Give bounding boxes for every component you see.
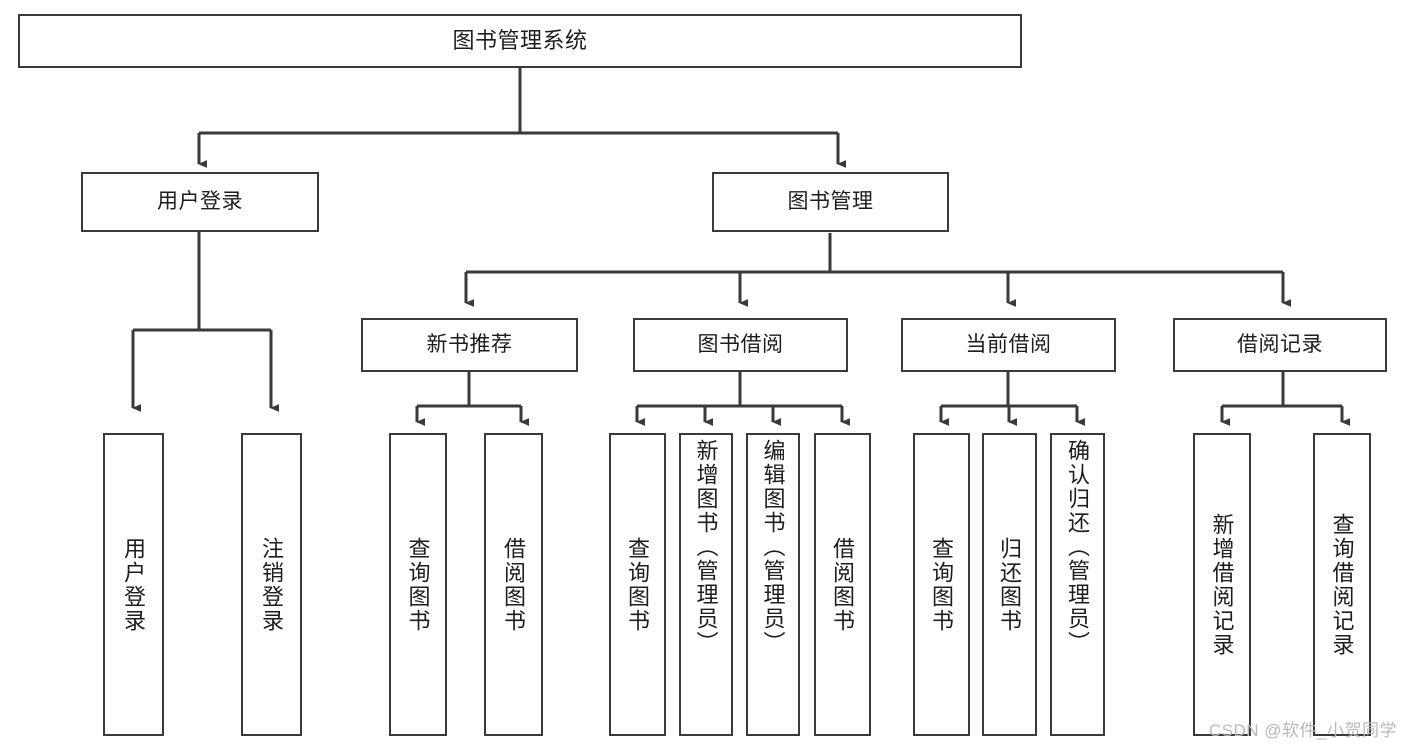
node-leaf-user-login[interactable]: 用户登录 xyxy=(103,433,164,736)
node-leaf-borrow-book-2[interactable]: 借阅图书 xyxy=(814,433,871,736)
node-leaf-query-book-3[interactable]: 查询图书 xyxy=(913,433,970,736)
node-current-borrow-label: 当前借阅 xyxy=(965,332,1052,356)
node-leaf-query-book-3-label: 查询图书 xyxy=(929,536,955,633)
node-leaf-add-record[interactable]: 新增借阅记录 xyxy=(1193,433,1251,736)
node-root-label: 图书管理系统 xyxy=(452,28,588,54)
node-user-login[interactable]: 用户登录 xyxy=(81,172,319,232)
node-user-login-label: 用户登录 xyxy=(157,189,243,213)
node-leaf-query-book-1-label: 查询图书 xyxy=(405,536,431,633)
node-new-book-recommend[interactable]: 新书推荐 xyxy=(361,318,578,372)
node-current-borrow[interactable]: 当前借阅 xyxy=(901,318,1116,372)
node-borrow-record-label: 借阅记录 xyxy=(1237,332,1323,356)
node-leaf-return-book[interactable]: 归还图书 xyxy=(982,433,1037,736)
node-borrow-record[interactable]: 借阅记录 xyxy=(1173,318,1387,372)
node-leaf-add-record-label: 新增借阅记录 xyxy=(1209,512,1235,657)
node-leaf-add-book[interactable]: 新增图书（管理员） xyxy=(679,433,733,736)
node-leaf-query-record-label: 查询借阅记录 xyxy=(1329,512,1355,657)
node-book-borrow-label: 图书借阅 xyxy=(697,332,784,356)
node-leaf-confirm-return-label: 确认归还（管理员） xyxy=(1065,439,1091,655)
node-book-management[interactable]: 图书管理 xyxy=(712,172,949,232)
node-leaf-add-book-label: 新增图书（管理员） xyxy=(693,439,719,655)
node-leaf-confirm-return[interactable]: 确认归还（管理员） xyxy=(1050,433,1105,736)
node-book-management-label: 图书管理 xyxy=(787,189,874,213)
node-leaf-borrow-book-2-label: 借阅图书 xyxy=(830,536,856,633)
node-leaf-query-book-1[interactable]: 查询图书 xyxy=(389,433,447,736)
node-book-borrow[interactable]: 图书借阅 xyxy=(633,318,848,372)
node-leaf-query-book-2-label: 查询图书 xyxy=(625,536,651,633)
node-leaf-user-login-label: 用户登录 xyxy=(121,536,147,633)
node-leaf-borrow-book-1[interactable]: 借阅图书 xyxy=(484,433,543,736)
node-leaf-query-record[interactable]: 查询借阅记录 xyxy=(1313,433,1371,736)
node-root[interactable]: 图书管理系统 xyxy=(18,14,1022,68)
node-leaf-query-book-2[interactable]: 查询图书 xyxy=(609,433,666,736)
node-leaf-user-logout[interactable]: 注销登录 xyxy=(241,433,302,736)
node-leaf-user-logout-label: 注销登录 xyxy=(259,536,285,633)
node-leaf-borrow-book-1-label: 借阅图书 xyxy=(501,536,527,633)
node-leaf-return-book-label: 归还图书 xyxy=(997,536,1023,633)
node-leaf-edit-book[interactable]: 编辑图书（管理员） xyxy=(746,433,800,736)
node-leaf-edit-book-label: 编辑图书（管理员） xyxy=(760,439,786,655)
node-new-book-recommend-label: 新书推荐 xyxy=(426,332,513,356)
csdn-watermark: CSDN @软件_小贺同学 xyxy=(1208,721,1397,740)
